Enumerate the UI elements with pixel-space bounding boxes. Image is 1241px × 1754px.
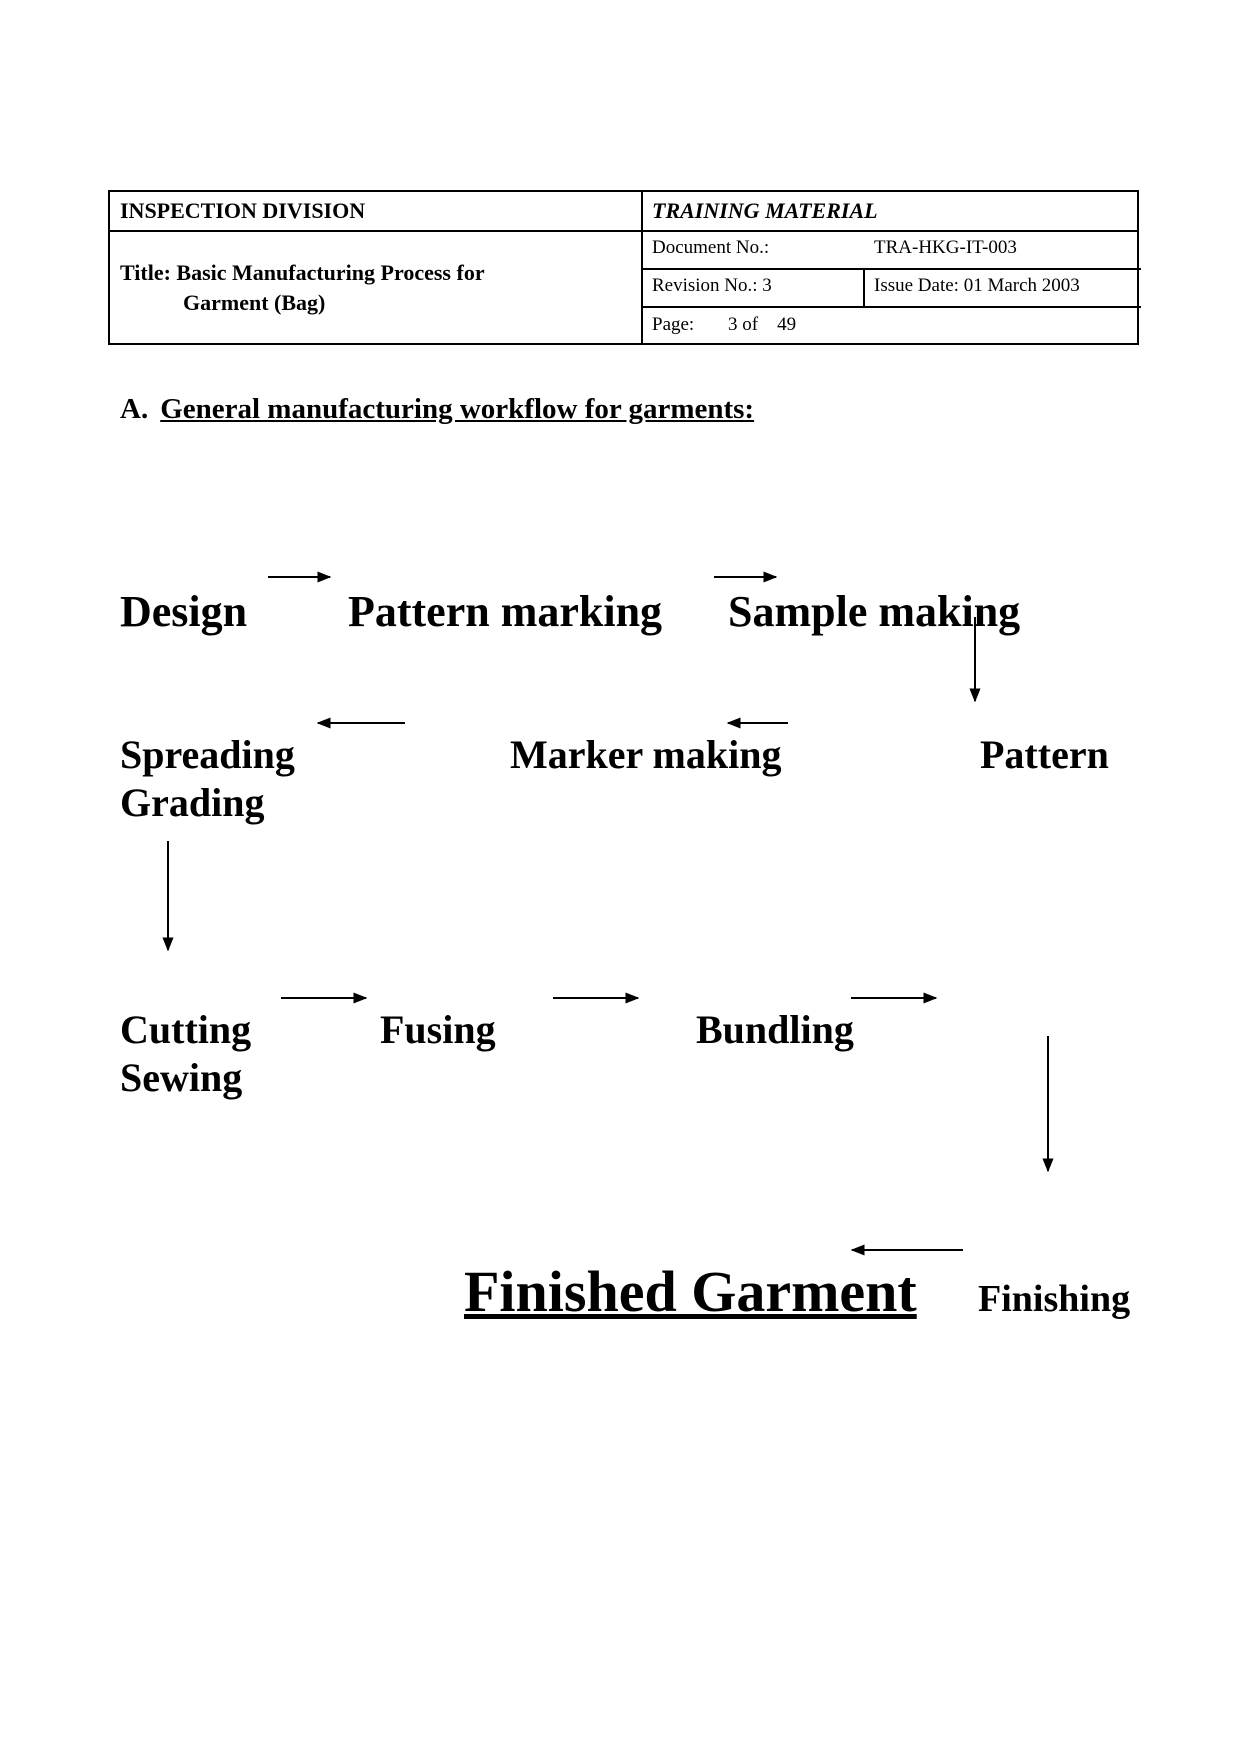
document-number-value: TRA-HKG-IT-003	[874, 237, 1017, 258]
step-fusing: Fusing	[380, 1007, 496, 1052]
step-finishing: Finishing	[978, 1278, 1131, 1320]
step-pattern-marking: Pattern marking	[348, 587, 663, 636]
header-vertical-divider	[641, 192, 643, 343]
header-divider	[110, 230, 1137, 232]
step-finished-garment: Finished Garment	[464, 1259, 917, 1324]
step-grading: Grading	[120, 780, 265, 825]
document-header-table: INSPECTION DIVISION TRAINING MATERIAL Ti…	[108, 190, 1141, 345]
page-number: 3 of 49	[728, 314, 797, 335]
document-title-line2: Garment (Bag)	[183, 290, 326, 315]
step-design: Design	[120, 587, 248, 636]
document-title-line1: Title: Basic Manufacturing Process for	[120, 260, 485, 285]
section-heading: A. General manufacturing workflow for gar…	[120, 393, 754, 426]
step-marker-making: Marker making	[510, 732, 782, 777]
division-label: INSPECTION DIVISION	[120, 198, 366, 223]
header-divider	[641, 268, 1141, 270]
header-divider	[641, 306, 1141, 308]
material-label: TRAINING MATERIAL	[652, 198, 878, 223]
header-cell-divider	[863, 268, 865, 306]
section-title: General manufacturing workflow for garme…	[160, 393, 755, 425]
section-letter: A.	[120, 393, 149, 425]
step-pattern: Pattern	[980, 732, 1109, 777]
page-label: Page:	[652, 314, 695, 335]
revision-number: Revision No.: 3	[652, 275, 772, 296]
step-cutting: Cutting	[120, 1007, 252, 1052]
document-number-label: Document No.:	[652, 237, 770, 258]
step-sample-making: Sample making	[728, 587, 1021, 636]
step-spreading: Spreading	[120, 732, 295, 777]
step-sewing: Sewing	[120, 1055, 243, 1100]
step-bundling: Bundling	[696, 1007, 854, 1052]
issue-date: Issue Date: 01 March 2003	[874, 275, 1080, 296]
